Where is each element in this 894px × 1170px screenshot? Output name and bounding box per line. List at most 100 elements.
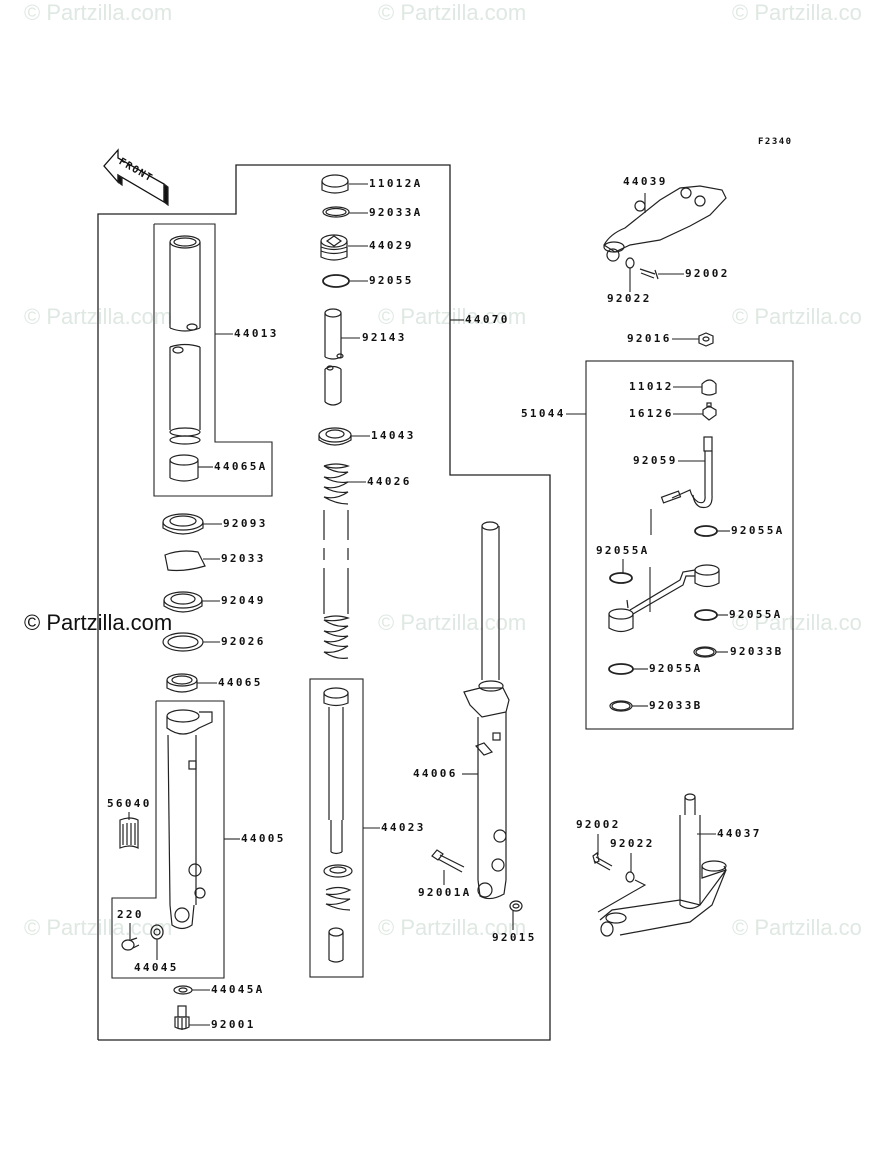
leader-lines xyxy=(128,183,730,1026)
part-label-92001[interactable]: 92001 xyxy=(211,1018,256,1031)
part-label-92026[interactable]: 92026 xyxy=(221,635,266,648)
part-label-92033B-2[interactable]: 92033B xyxy=(649,699,703,712)
watermark: © Partzilla.co xyxy=(732,304,862,329)
part-label-44065[interactable]: 44065 xyxy=(218,676,263,689)
part-92055A-r1 xyxy=(694,525,718,537)
watermark: © Partzilla.co xyxy=(732,915,862,940)
part-11012 xyxy=(701,379,717,396)
part-14043 xyxy=(318,427,352,446)
part-92033 xyxy=(164,550,206,572)
part-label-92022-bot[interactable]: 92022 xyxy=(610,837,655,850)
part-label-44029[interactable]: 44029 xyxy=(369,239,414,252)
part-92049 xyxy=(163,591,203,613)
part-label-92002-bot[interactable]: 92002 xyxy=(576,818,621,831)
part-label-44070[interactable]: 44070 xyxy=(465,313,510,326)
part-44037 xyxy=(599,793,727,937)
part-label-51044[interactable]: 51044 xyxy=(521,407,566,420)
part-44045 xyxy=(150,924,164,940)
part-label-92055[interactable]: 92055 xyxy=(369,274,414,287)
part-label-92001A[interactable]: 92001A xyxy=(418,886,472,899)
part-label-92015[interactable]: 92015 xyxy=(492,931,537,944)
part-92015 xyxy=(509,900,523,912)
part-44029 xyxy=(320,234,348,261)
part-label-92033[interactable]: 92033 xyxy=(221,552,266,565)
part-label-44013[interactable]: 44013 xyxy=(234,327,279,340)
part-44023 xyxy=(323,687,353,963)
watermark: © Partzilla.co xyxy=(732,0,862,25)
part-label-44045A[interactable]: 44045A xyxy=(211,983,265,996)
part-92022-top xyxy=(625,257,635,269)
part-11012A xyxy=(321,174,349,194)
part-label-92033B-1[interactable]: 92033B xyxy=(730,645,784,658)
watermark: © Partzilla.com xyxy=(24,0,173,25)
part-label-44006[interactable]: 44006 xyxy=(413,767,458,780)
part-92055A-l xyxy=(609,572,633,584)
part-label-92055A-1[interactable]: 92055A xyxy=(731,524,785,537)
part-label-14043[interactable]: 14043 xyxy=(371,429,416,442)
part-92059 xyxy=(660,436,713,509)
part-44005 xyxy=(166,709,213,930)
part-label-56040[interactable]: 56040 xyxy=(107,797,152,810)
part-92002-top xyxy=(639,268,659,280)
part-label-92049[interactable]: 92049 xyxy=(221,594,266,607)
assembly-outline-44070 xyxy=(97,164,551,1041)
part-label-44037[interactable]: 44037 xyxy=(717,827,762,840)
part-92055A-b xyxy=(608,663,634,675)
part-44045A xyxy=(173,985,193,995)
part-tube-pipe xyxy=(608,564,720,633)
watermark: © Partzilla.com xyxy=(378,610,527,635)
part-label-44005[interactable]: 44005 xyxy=(241,832,286,845)
part-92055 xyxy=(322,274,350,288)
part-label-92002-top[interactable]: 92002 xyxy=(685,267,730,280)
part-label-16126[interactable]: 16126 xyxy=(629,407,674,420)
part-label-92022-top[interactable]: 92022 xyxy=(607,292,652,305)
diagram-code: F2340 xyxy=(758,137,793,147)
part-44026 xyxy=(323,463,350,659)
part-label-92055A-4[interactable]: 92055A xyxy=(649,662,703,675)
part-label-92033A[interactable]: 92033A xyxy=(369,206,423,219)
part-44065 xyxy=(166,673,198,693)
part-92055A-r2 xyxy=(694,609,718,621)
part-44006 xyxy=(463,521,510,900)
part-92001 xyxy=(174,1005,190,1030)
part-92001A xyxy=(431,849,465,873)
part-220 xyxy=(121,937,140,951)
part-92093 xyxy=(162,513,204,535)
group-box-44005 xyxy=(111,700,225,979)
part-92002-bot xyxy=(592,851,613,871)
part-label-44023[interactable]: 44023 xyxy=(381,821,426,834)
part-92022-bot xyxy=(625,871,635,883)
part-44013 xyxy=(169,235,201,445)
part-92016 xyxy=(698,332,714,347)
part-label-44065A[interactable]: 44065A xyxy=(214,460,268,473)
part-92143 xyxy=(324,308,344,406)
group-box-44023 xyxy=(309,678,364,978)
front-arrow-icon xyxy=(103,148,169,207)
part-label-92143[interactable]: 92143 xyxy=(362,331,407,344)
part-44065A xyxy=(169,454,199,482)
watermark: © Partzilla.com xyxy=(378,915,527,940)
part-label-11012[interactable]: 11012 xyxy=(629,380,674,393)
part-label-44045[interactable]: 44045 xyxy=(134,961,179,974)
part-92026 xyxy=(162,632,204,652)
part-label-92059[interactable]: 92059 xyxy=(633,454,678,467)
part-label-92055A-3[interactable]: 92055A xyxy=(729,608,783,621)
part-92033A xyxy=(322,206,350,218)
part-16126 xyxy=(702,402,717,421)
part-label-92093[interactable]: 92093 xyxy=(223,517,268,530)
part-label-44026[interactable]: 44026 xyxy=(367,475,412,488)
part-56040 xyxy=(119,817,139,849)
part-44039 xyxy=(603,185,727,262)
watermark: © Partzilla.com xyxy=(378,0,527,25)
part-label-92055A-2[interactable]: 92055A xyxy=(596,544,650,557)
part-label-92016[interactable]: 92016 xyxy=(627,332,672,345)
part-label-44039[interactable]: 44039 xyxy=(623,175,668,188)
part-92033B-r xyxy=(693,646,717,658)
part-label-220[interactable]: 220 xyxy=(117,908,144,921)
group-box-51044 xyxy=(585,360,794,730)
part-label-11012A[interactable]: 11012A xyxy=(369,177,423,190)
part-92033B-b xyxy=(609,700,633,712)
watermark: © Partzilla.com xyxy=(378,304,527,329)
